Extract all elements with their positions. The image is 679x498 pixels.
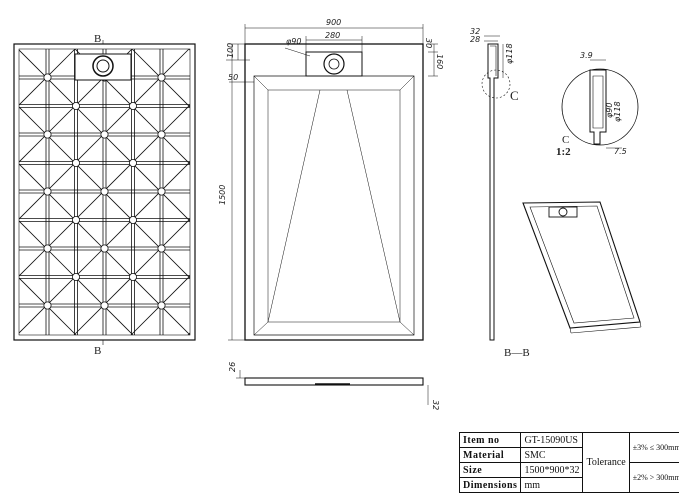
dim-thickness-total: 32 (431, 400, 440, 410)
dim-detail-phi118: φ118 (613, 101, 622, 122)
material-value: SMC (520, 447, 584, 463)
side-view (236, 370, 429, 405)
detail-c-view (561, 59, 639, 149)
isometric-view (522, 201, 642, 334)
size-label: Size (458, 462, 522, 478)
tolerance-plus2: ±2% > 300mm (628, 462, 679, 493)
detail-c-ref-label: C (562, 134, 569, 146)
title-block: Item no GT-15090US Tolerance ±3% ≤ 300mm… (458, 432, 679, 493)
dim-drain-diameter: φ90 (286, 37, 301, 46)
bottom-view (13, 40, 196, 345)
size-value: 1500*900*32 (520, 462, 584, 478)
dim-section-phi118: φ118 (505, 43, 514, 64)
dim-section-32: 32 (470, 27, 480, 36)
dim-drain-width: 280 (325, 31, 340, 40)
dim-length: 1500 (218, 185, 227, 205)
dimensions-value: mm (520, 477, 584, 493)
material-label: Material (458, 447, 522, 463)
dim-offset-100: 100 (226, 43, 235, 58)
tolerance-plus3: ±3% ≤ 300mm (628, 432, 679, 463)
dim-offset-160: 160 (435, 54, 444, 69)
dim-section-28: 28 (470, 35, 480, 44)
dim-offset-50: 50 (228, 73, 238, 82)
dim-detail-phi90: φ90 (605, 103, 614, 118)
dim-thickness-side: 26 (228, 362, 237, 372)
detail-c-label: C (510, 88, 519, 103)
tolerance-label: Tolerance (582, 432, 630, 493)
top-view (226, 24, 438, 341)
dim-detail-3-9: 3.9 (580, 51, 593, 60)
dim-offset-30: 30 (424, 38, 433, 48)
item-no-value: GT-15090US (520, 432, 584, 448)
item-no-label: Item no (458, 432, 522, 448)
section-bb-label: B—B (504, 347, 530, 359)
dim-width: 900 (326, 18, 341, 27)
section-bb-view (481, 35, 511, 341)
boss-pattern (43, 73, 166, 310)
dimensions-label: Dimensions (458, 477, 522, 493)
detail-scale-label: 1:2 (556, 146, 571, 158)
section-b-bottom-label: B (94, 345, 101, 357)
section-b-top-label: B (94, 33, 101, 45)
dim-detail-7-5: 7.5 (614, 147, 627, 156)
